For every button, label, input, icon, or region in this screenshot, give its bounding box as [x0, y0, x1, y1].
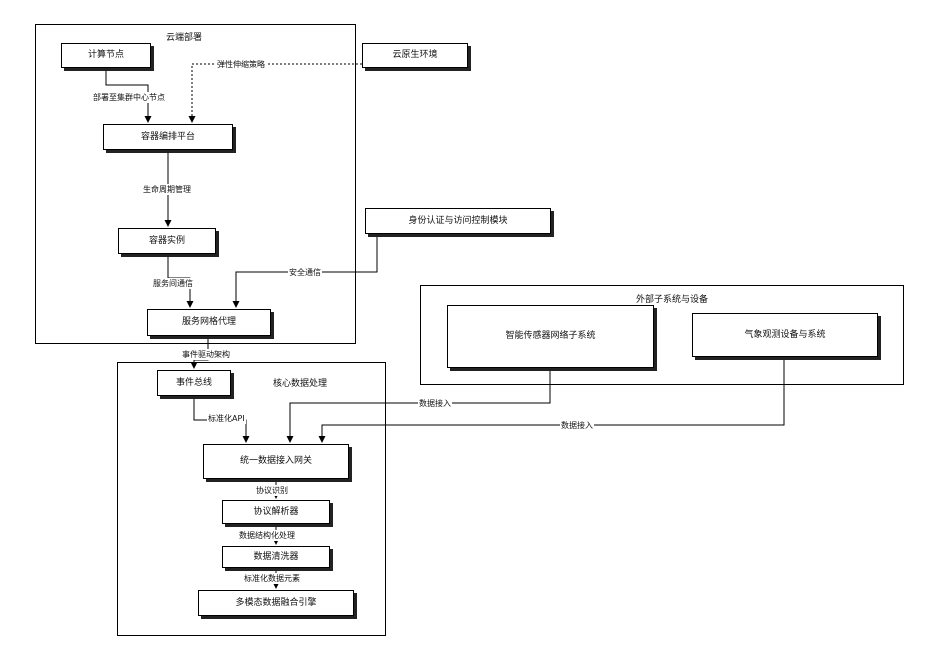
edge-label-sensor-gateway: 数据接入: [418, 398, 452, 409]
node-weather-device: 气象观测设备与系统: [692, 313, 878, 357]
node-container-instance: 容器实例: [118, 228, 216, 254]
node-orchestrator: 容器编排平台: [103, 124, 233, 150]
node-gateway: 统一数据接入网关: [203, 444, 349, 479]
group-cloud-deployment: [35, 24, 356, 344]
node-sensor-subsystem: 智能传感器网络子系统: [447, 305, 654, 368]
edge-label-identity-mesh: 安全通信: [288, 267, 322, 278]
group-external-label: 外部子系统与设备: [636, 292, 708, 305]
node-cloud-env: 云原生环境: [362, 43, 468, 68]
node-fusion-engine: 多模态数据融合引擎: [198, 590, 354, 616]
edge-label-weather-gateway: 数据接入: [560, 420, 594, 431]
edge-label-cloudenv-orch: 弹性伸缩策略: [216, 59, 266, 70]
edge-label-event-gateway: 标准化API: [207, 413, 246, 424]
edge-label-container-mesh: 服务间通信: [152, 278, 194, 289]
edge-label-cleaner-fusion: 标准化数据元素: [243, 573, 301, 584]
node-identity: 身份认证与访问控制模块: [365, 208, 551, 234]
edge-label-gateway-parser: 协议识别: [255, 485, 289, 496]
edge-label-compute-orch: 部署至集群中心节点: [92, 92, 166, 103]
node-compute: 计算节点: [61, 43, 151, 68]
node-protocol-parser: 协议解析器: [222, 500, 330, 524]
edge-label-mesh-event: 事件驱动架构: [181, 349, 231, 360]
node-service-mesh: 服务网格代理: [147, 309, 271, 336]
group-cloud-label: 云端部署: [166, 30, 202, 43]
edge-label-parser-cleaner: 数据结构化处理: [238, 530, 296, 541]
group-core-label: 核心数据处理: [273, 376, 327, 389]
node-event-bus: 事件总线: [157, 370, 231, 396]
edge-label-orch-container: 生命周期管理: [142, 184, 192, 195]
node-data-cleaner: 数据清洗器: [222, 546, 330, 568]
